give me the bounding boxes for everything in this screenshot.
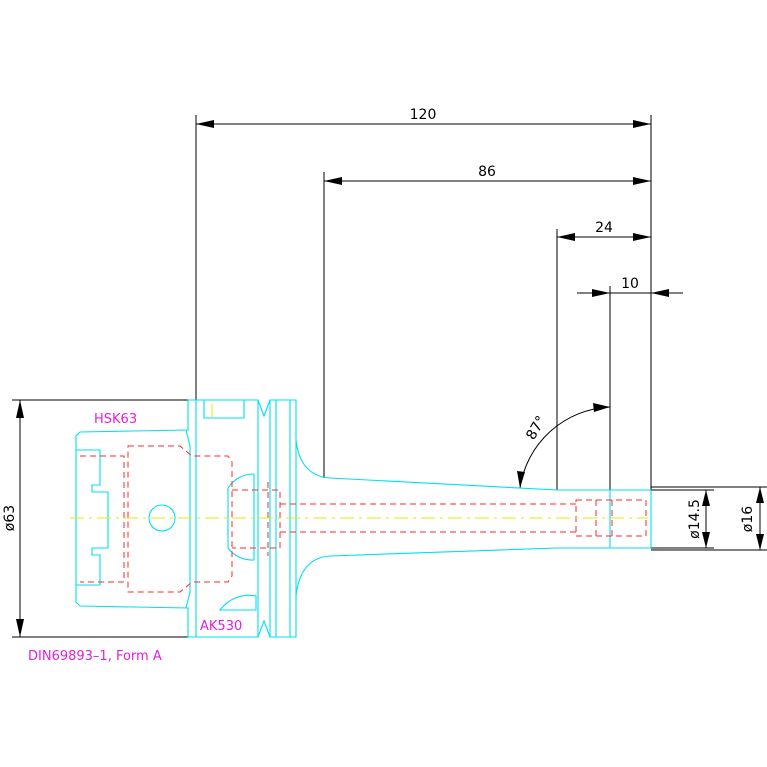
dimension-10: 10	[577, 276, 683, 548]
nose-end	[609, 490, 652, 548]
hidden-cavity	[127, 445, 233, 593]
arrowhead	[196, 120, 214, 128]
arrowhead	[16, 619, 24, 637]
arrowhead	[16, 400, 24, 418]
arrowhead	[756, 487, 764, 503]
hidden-adjust-screw	[232, 482, 281, 556]
angle-arc	[519, 406, 611, 489]
dimension-86: 86	[323, 164, 651, 478]
bottom-notch	[218, 594, 257, 611]
dimension-label: 24	[595, 220, 613, 236]
arrowhead	[651, 289, 669, 297]
dimension-d16: ø16	[651, 486, 767, 551]
dimension-24: 24	[556, 220, 651, 490]
hidden-shank-bore	[80, 455, 125, 583]
collar-label: AK530	[200, 619, 242, 634]
arrowhead	[593, 403, 610, 412]
arrowhead	[592, 289, 610, 297]
dimension-label: ø16	[740, 506, 756, 532]
hsk-label: HSK63	[94, 412, 137, 427]
arrowhead	[633, 233, 651, 241]
arrowhead	[756, 534, 764, 550]
flange-collar	[269, 399, 297, 638]
tool-holder-outline	[75, 399, 652, 638]
arrowhead	[633, 177, 651, 185]
dimension-d63: ø63	[2, 399, 196, 638]
dimension-label: 86	[478, 164, 496, 180]
dimension-label: ø63	[2, 505, 18, 531]
hidden-clamp-bore	[575, 499, 647, 537]
arrowhead	[633, 120, 651, 128]
dimension-label: ø14.5	[687, 499, 703, 539]
tapered-neck	[295, 439, 651, 597]
dimension-angle-87: 87°	[517, 403, 611, 489]
dimension-120: 120	[195, 107, 652, 548]
dimension-label: 10	[621, 276, 639, 292]
arrowhead	[702, 532, 710, 548]
hsk-inner-flange	[185, 429, 191, 609]
hsk-drive-slots	[76, 449, 109, 586]
coolant-hole	[148, 504, 176, 532]
arrowhead	[517, 471, 525, 488]
arrowhead	[324, 177, 342, 185]
top-slot	[203, 400, 245, 419]
arrowhead	[702, 490, 710, 506]
hsk-taper-shank	[75, 399, 197, 638]
flange-body	[196, 399, 259, 638]
arrowhead	[557, 233, 575, 241]
dimension-d14-5: ø14.5	[651, 489, 714, 549]
hidden-features	[80, 445, 647, 593]
standard-label: DIN69893–1, Form A	[28, 649, 162, 664]
angle-label: 87°	[523, 413, 549, 443]
v-groove	[257, 399, 271, 638]
dimension-label: 120	[410, 107, 437, 123]
